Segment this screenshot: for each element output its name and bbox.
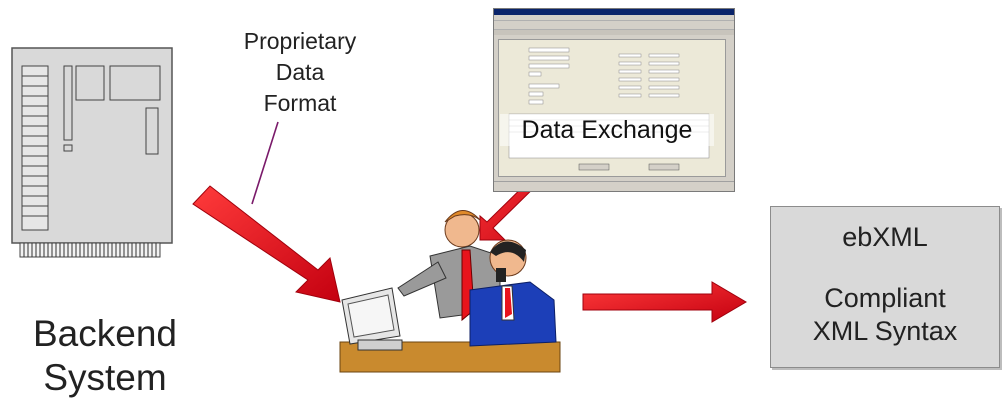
application-window-icon: [493, 8, 735, 192]
arrow-user-to-ebxml: [582, 281, 747, 323]
backend-line-1: Backend: [33, 313, 177, 354]
proprietary-data-format-label: Proprietary Data Format: [215, 26, 385, 119]
proprietary-line-3: Format: [263, 90, 337, 116]
ebxml-subtitle: Compliant XML Syntax: [770, 282, 1000, 348]
ebxml-line-2: XML Syntax: [812, 316, 958, 346]
arrow-backend-to-user: [192, 185, 341, 303]
ebxml-title: ebXML: [842, 222, 928, 252]
backend-line-2: System: [43, 357, 167, 398]
ebxml-line-1: Compliant: [824, 283, 946, 313]
proprietary-line-1: Proprietary: [243, 28, 357, 54]
backend-system-label: Backend System: [10, 312, 200, 400]
proprietary-line-2: Data: [275, 59, 325, 85]
people-at-computer-icon: [339, 210, 561, 373]
pointer-line: [251, 121, 279, 205]
data-exchange-label: Data Exchange: [500, 114, 714, 146]
ebxml-box: [770, 206, 1000, 368]
server-icon: [11, 47, 173, 258]
